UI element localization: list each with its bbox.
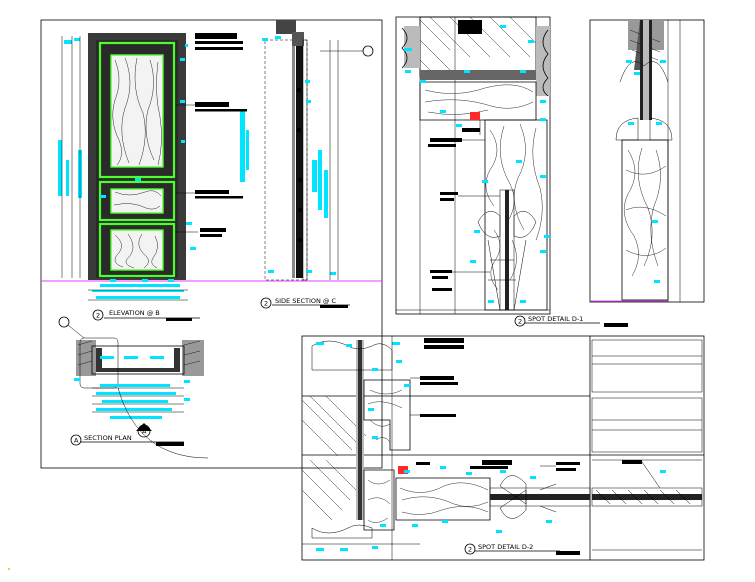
- section-plan: A A SECTION PLAN: [58, 316, 209, 459]
- elevation-annotations: [175, 33, 247, 237]
- elevation-title-text: ELEVATION @ B: [109, 309, 160, 317]
- elevation-title: 2 ELEVATION @ B: [92, 309, 200, 321]
- spot-detail-1-title-text: SPOT DETAIL D-1: [528, 315, 583, 323]
- door-elevation: [88, 33, 186, 280]
- elevation-dimensions: [58, 36, 249, 301]
- door-bottom-panel: [98, 222, 176, 278]
- section-plan-tag: A: [74, 437, 79, 445]
- section-plan-title-text: SECTION PLAN: [84, 434, 132, 442]
- sheet-glazing-section: [589, 19, 705, 303]
- elevation-tag: 2: [96, 312, 100, 320]
- side-section-title-text: SIDE SECTION @ C: [275, 297, 336, 305]
- side-section-tag: 2: [264, 300, 268, 308]
- stray-mark: [8, 568, 10, 570]
- sheet-door-elevation: 2 ELEVATION @ B: [40, 19, 383, 469]
- sheet-spot-detail-d2: 2 SPOT DETAIL D-2: [301, 335, 705, 561]
- section-marker-a: A: [136, 423, 152, 438]
- spot-detail-1-tag: 2: [518, 318, 522, 326]
- door-top-panel: [98, 41, 176, 179]
- spot-detail-2-title-text: SPOT DETAIL D-2: [478, 543, 533, 551]
- side-section: 2 SIDE SECTION @ C: [260, 20, 374, 309]
- svg-text:A: A: [142, 428, 147, 436]
- spot-detail-2-tag: 2: [468, 546, 472, 554]
- door-middle-panel: [98, 180, 176, 222]
- sheet-spot-detail-d1: 2 SPOT DETAIL D-1: [395, 16, 628, 327]
